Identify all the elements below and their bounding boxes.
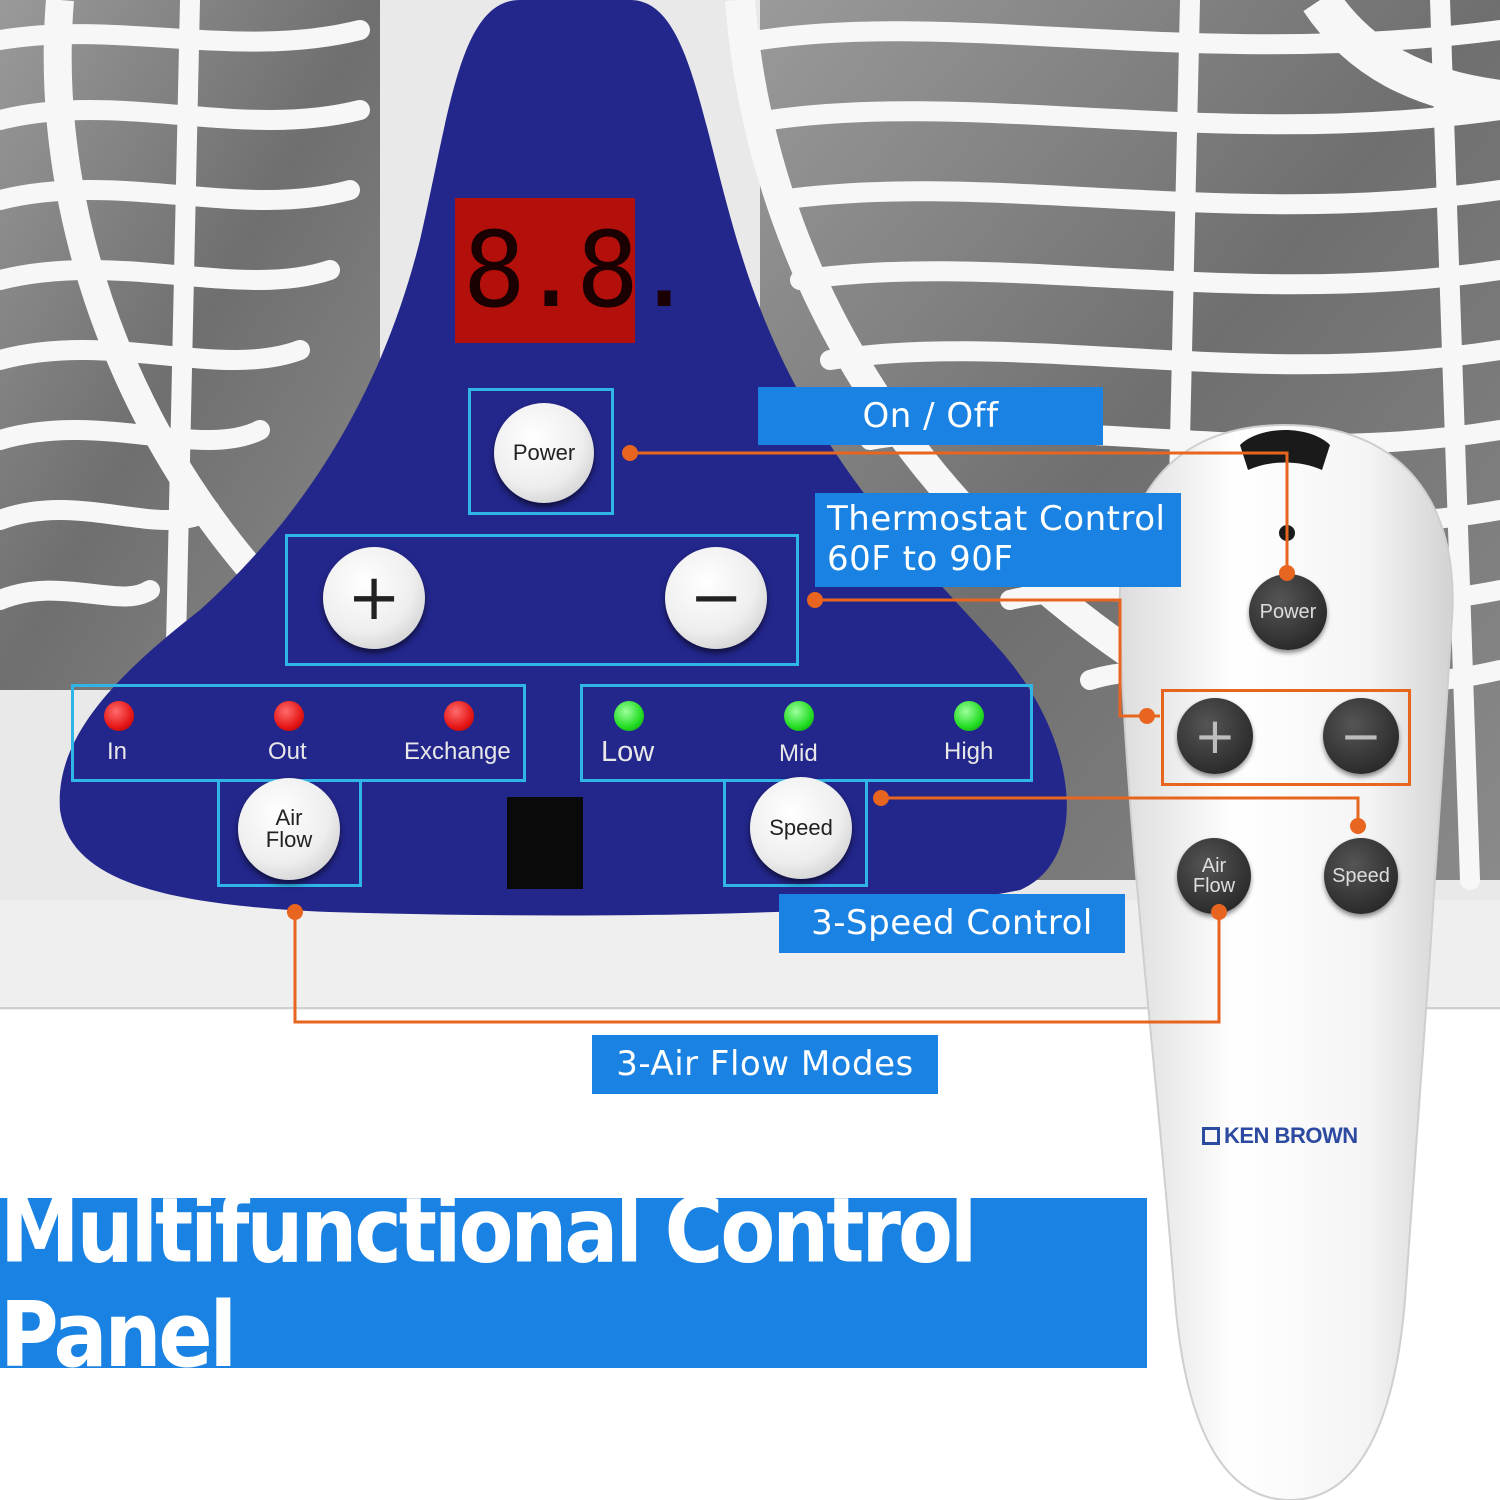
led-low-label: Low xyxy=(601,736,655,768)
led-in-label: In xyxy=(107,738,128,765)
connector-dot-speed-panel xyxy=(873,790,889,806)
panel-speed-button[interactable]: Speed xyxy=(750,777,852,879)
callout-speed: 3-Speed Control xyxy=(779,894,1125,953)
remote-power-label: Power xyxy=(1259,601,1317,623)
led-mid-label: Mid xyxy=(779,740,818,767)
connector-dot-power-panel xyxy=(622,445,638,461)
brand-logo: KEN BROWN xyxy=(1202,1122,1358,1150)
led-low xyxy=(614,701,644,731)
title-banner: Multifunctional Control Panel xyxy=(0,1179,1147,1387)
connector-dot-thermostat-panel xyxy=(807,592,823,608)
callout-airflow: 3-Air Flow Modes xyxy=(592,1035,938,1094)
led-in xyxy=(104,701,134,731)
led-out xyxy=(274,701,304,731)
led-mid xyxy=(784,701,814,731)
thermostat-highlight xyxy=(285,534,799,666)
panel-airflow-button[interactable]: Air Flow xyxy=(238,778,340,880)
display-digits: 8.8. xyxy=(463,209,695,331)
callout-speed-text: 3-Speed Control xyxy=(811,903,1093,943)
remote-ir-window xyxy=(1240,430,1330,470)
led-high-label: High xyxy=(944,738,994,765)
connector-dot-airflow-remote xyxy=(1211,904,1227,920)
callout-thermostat-line1: Thermostat Control xyxy=(827,499,1166,539)
remote-plus-icon: + xyxy=(1194,707,1236,765)
brand-mark-icon xyxy=(1202,1127,1220,1145)
remote-speed-button[interactable]: Speed xyxy=(1324,838,1398,914)
remote-airflow-label: Air Flow xyxy=(1192,855,1236,897)
led-exchange-label: Exchange xyxy=(404,738,511,765)
banner-title: Multifunctional Control Panel xyxy=(0,1178,977,1388)
remote-temp-up-button[interactable]: + xyxy=(1177,698,1253,774)
remote-minus-icon: − xyxy=(1340,707,1382,765)
panel-temp-down-button[interactable]: − xyxy=(665,547,767,649)
minus-icon: − xyxy=(689,561,743,635)
callout-on-off: On / Off xyxy=(758,387,1103,445)
panel-airflow-label: Air Flow xyxy=(265,805,313,852)
panel-temp-up-button[interactable]: + xyxy=(323,547,425,649)
remote-temp-down-button[interactable]: − xyxy=(1323,698,1399,774)
led-high xyxy=(954,701,984,731)
callout-thermostat-line2: 60F to 90F xyxy=(827,539,1014,579)
callout-airflow-text: 3-Air Flow Modes xyxy=(616,1044,914,1084)
connector-dot-power-remote xyxy=(1279,565,1295,581)
plus-icon: + xyxy=(347,561,401,635)
callout-on-off-text: On / Off xyxy=(862,396,999,436)
speed-highlight-bottom xyxy=(723,779,868,887)
remote-airflow-button[interactable]: Air Flow xyxy=(1177,838,1251,914)
remote-power-button[interactable]: Power xyxy=(1249,574,1327,650)
right-grill-top-arc xyxy=(1303,0,1500,120)
remote-thermostat-highlight xyxy=(1161,689,1411,786)
remote-speed-label: Speed xyxy=(1332,865,1390,887)
brand-name: KEN BROWN xyxy=(1224,1123,1358,1148)
ir-receiver xyxy=(507,797,583,889)
airflow-highlight-bottom xyxy=(217,779,362,887)
panel-speed-label: Speed xyxy=(769,815,833,840)
led-out-label: Out xyxy=(268,738,307,765)
connector-dot-speed-remote xyxy=(1350,818,1366,834)
airflow-highlight-top xyxy=(71,684,526,782)
callout-thermostat: Thermostat Control 60F to 90F xyxy=(815,493,1181,587)
power-highlight xyxy=(468,388,614,515)
panel-power-button[interactable]: Power xyxy=(494,403,594,503)
led-exchange xyxy=(444,701,474,731)
connector-dot-airflow-panel xyxy=(287,904,303,920)
temperature-display: 8.8. xyxy=(455,198,695,343)
panel-power-label: Power xyxy=(512,440,576,465)
connector-dot-thermostat-remote xyxy=(1139,708,1155,724)
